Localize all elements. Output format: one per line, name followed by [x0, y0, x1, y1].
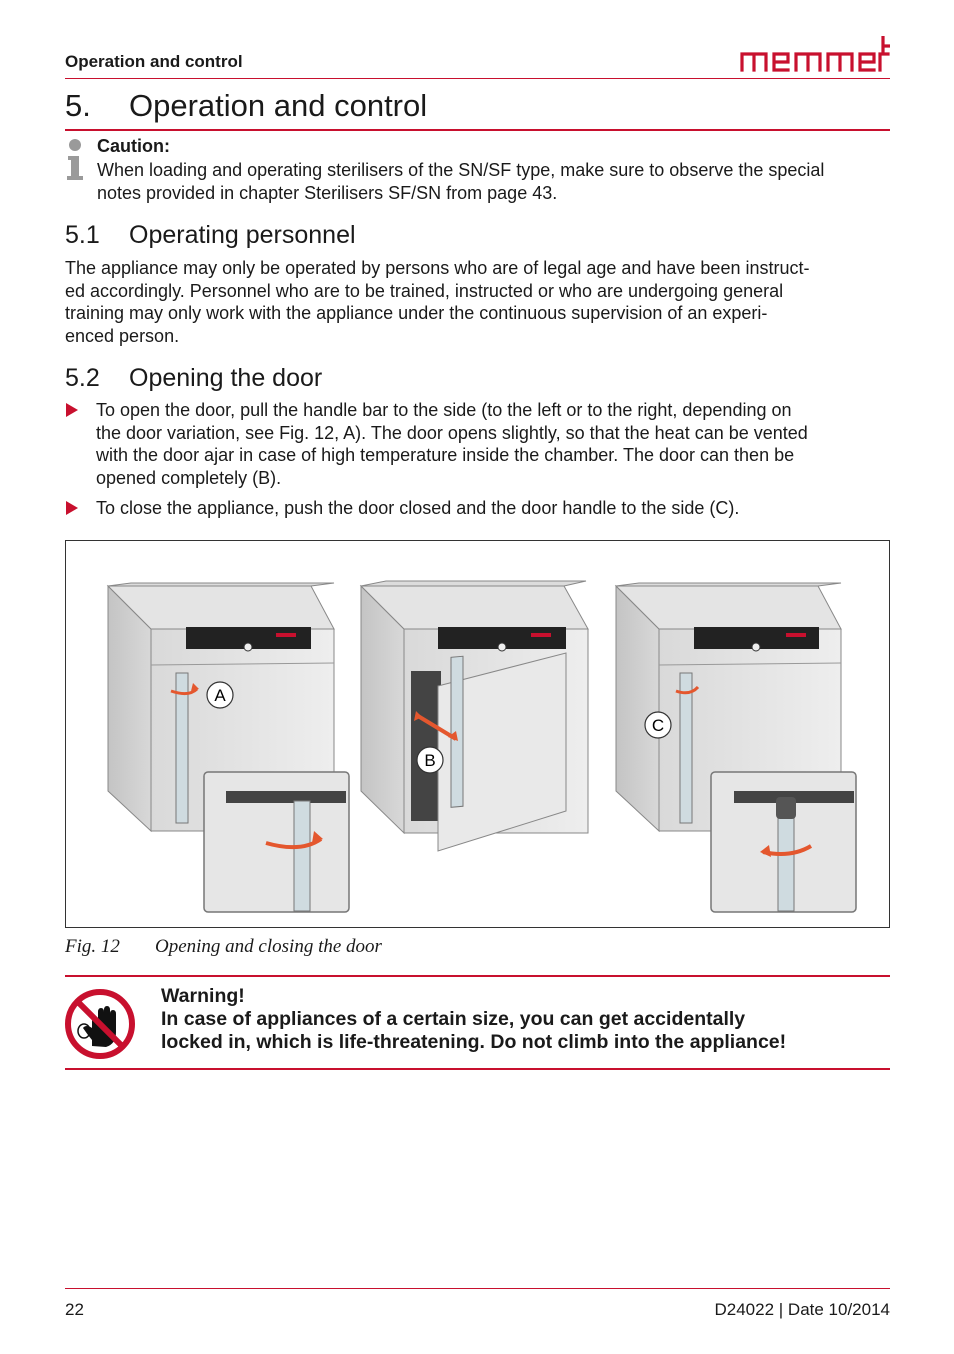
section-number: 5.2 [65, 364, 100, 392]
memmert-logo [740, 36, 890, 72]
section-heading-5-2: 5.2 Opening the door [65, 364, 322, 393]
caution-text: When loading and operating sterilisers o… [97, 159, 887, 204]
bullet-line: To open the door, pull the handle bar to… [96, 400, 792, 420]
instruction-open-door: To open the door, pull the handle bar to… [65, 399, 890, 491]
document-info: D24022 | Date 10/2014 [714, 1300, 891, 1319]
bullet-line: opened completely (B). [96, 468, 282, 489]
figure-label-a: A [214, 686, 226, 705]
bullet-line: To close the appliance, push the door cl… [96, 498, 740, 518]
paragraph-line: ed accordingly. Personnel who are to be … [65, 280, 784, 301]
caution-title: Caution: [97, 136, 170, 156]
section-title: Operating personnel [129, 221, 356, 249]
info-icon [67, 139, 83, 180]
chapter-rule [65, 129, 890, 131]
warning-bottom-rule [65, 1068, 890, 1070]
section-title: Opening the door [129, 364, 323, 392]
warning-text: Warning! In case of appliances of a cert… [161, 985, 891, 1054]
figure-label-b: B [424, 751, 435, 770]
header-rule [65, 78, 890, 79]
inset-handle-pull [203, 771, 350, 913]
caution-line: When loading and operating sterilisers o… [97, 160, 825, 180]
warning-line: In case of appliances of a certain size,… [161, 1008, 746, 1030]
warning-title: Warning! [161, 985, 245, 1007]
figure-label-c: C [652, 716, 664, 735]
caution-line: notes provided in chapter Sterilisers SF… [97, 182, 558, 203]
warning-line: locked in, which is life-threatening. Do… [161, 1031, 787, 1053]
inset-handle-push [710, 771, 857, 913]
figure-caption-label: Fig. 12 [65, 936, 120, 957]
chapter-title: Operation and control [129, 88, 428, 123]
paragraph-line: The appliance may only be operated by pe… [65, 258, 810, 278]
operating-personnel-paragraph: The appliance may only be operated by pe… [65, 257, 890, 348]
door-illustration: A B [106, 580, 857, 913]
no-access-hand-icon [65, 989, 135, 1059]
section-heading-5-1: 5.1 Operating personnel [65, 221, 356, 250]
figure-caption: Fig. 12 Opening and closing the door [65, 936, 382, 958]
bullet-line: the door variation, see Fig. 12, A). The… [96, 422, 808, 443]
paragraph-line: enced person. [65, 326, 180, 347]
figure-door-illustration: A B [65, 540, 890, 928]
instruction-close-door: To close the appliance, push the door cl… [65, 497, 890, 521]
appliance-open-b: B [359, 580, 589, 852]
figure-caption-text: Opening and closing the door [155, 936, 382, 957]
section-number: 5.1 [65, 221, 100, 249]
chapter-number: 5. [65, 88, 91, 123]
appliance-closed-a: A [106, 582, 335, 833]
footer-rule [65, 1288, 890, 1289]
bullet-arrow-icon [66, 403, 78, 417]
warning-top-rule [65, 975, 890, 977]
page-number: 22 [65, 1300, 84, 1319]
paragraph-line: training may only work with the applianc… [65, 303, 768, 324]
running-header-title: Operation and control [65, 52, 243, 71]
bullet-line: with the door ajar in case of high tempe… [96, 445, 795, 466]
chapter-heading: 5. Operation and control [65, 88, 427, 124]
bullet-arrow-icon [66, 501, 78, 515]
